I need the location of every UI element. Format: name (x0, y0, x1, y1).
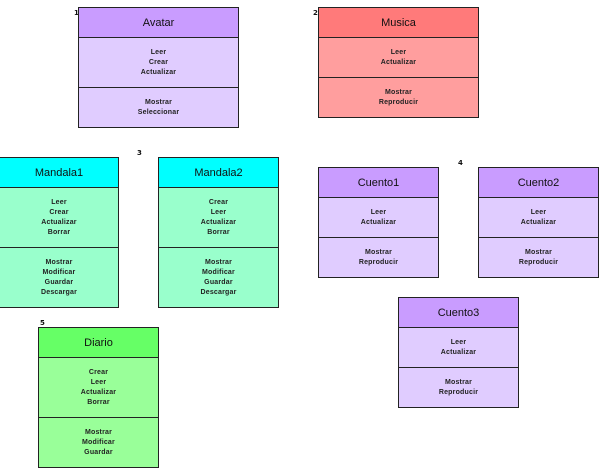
op-item: Actualizar (380, 58, 417, 66)
class-views-avatar: Mostrar Seleccionar (79, 88, 238, 127)
op-item: Actualizar (360, 218, 397, 226)
group-number-1: 1 (74, 9, 79, 17)
op-item: Crear (148, 58, 169, 66)
class-title-musica: Musica (319, 8, 478, 38)
view-item: Reproducir (518, 258, 559, 266)
class-title-cuento3: Cuento3 (399, 298, 518, 328)
op-item: Leer (210, 208, 227, 216)
class-box-cuento2[interactable]: Cuento2 Leer Actualizar Mostrar Reproduc… (478, 167, 599, 278)
class-title-cuento2: Cuento2 (479, 168, 598, 198)
class-ops-mandala2: Crear Leer Actualizar Borrar (159, 188, 278, 248)
view-item: Reproducir (358, 258, 399, 266)
view-item: Reproducir (438, 388, 479, 396)
class-views-diario: Mostrar Modificar Guardar (39, 418, 158, 467)
view-item: Guardar (84, 448, 113, 456)
class-box-diario[interactable]: Diario Crear Leer Actualizar Borrar Most… (38, 327, 159, 468)
view-item: Descargar (40, 288, 78, 296)
class-box-cuento3[interactable]: Cuento3 Leer Actualizar Mostrar Reproduc… (398, 297, 519, 408)
op-item: Leer (51, 198, 67, 206)
class-title-avatar: Avatar (79, 8, 238, 38)
class-ops-cuento1: Leer Actualizar (319, 198, 438, 238)
class-title-mandala1: Mandala1 (0, 158, 118, 188)
op-item: Crear (49, 208, 69, 216)
class-title-cuento1: Cuento1 (319, 168, 438, 198)
view-item: Modificar (82, 438, 115, 446)
view-item: Guardar (204, 278, 233, 286)
class-views-musica: Mostrar Reproducir (319, 78, 478, 117)
class-title-diario: Diario (39, 328, 158, 358)
class-ops-cuento3: Leer Actualizar (399, 328, 518, 368)
class-box-musica[interactable]: Musica Leer Actualizar Mostrar Reproduci… (318, 7, 479, 118)
view-item: Seleccionar (137, 108, 180, 116)
class-views-cuento1: Mostrar Reproducir (319, 238, 438, 277)
class-ops-diario: Crear Leer Actualizar Borrar (39, 358, 158, 418)
op-item: Leer (90, 378, 107, 386)
view-item: Mostrar (384, 88, 413, 96)
op-item: Leer (150, 48, 167, 56)
op-item: Leer (390, 48, 407, 56)
class-box-mandala2[interactable]: Mandala2 Crear Leer Actualizar Borrar Mo… (158, 157, 279, 308)
class-views-cuento3: Mostrar Reproducir (399, 368, 518, 407)
op-item: Actualizar (440, 348, 477, 356)
view-item: Modificar (202, 268, 235, 276)
class-views-mandala2: Mostrar Modificar Guardar Descargar (159, 248, 278, 307)
op-item: Crear (208, 198, 229, 206)
group-number-4: 4 (458, 159, 463, 167)
class-ops-musica: Leer Actualizar (319, 38, 478, 78)
view-item: Mostrar (84, 428, 113, 436)
op-item: Borrar (47, 228, 71, 236)
op-item: Leer (530, 208, 547, 216)
view-item: Mostrar (45, 258, 73, 266)
class-views-mandala1: Mostrar Modificar Guardar Descargar (0, 248, 118, 307)
class-ops-cuento2: Leer Actualizar (479, 198, 598, 238)
op-item: Borrar (207, 228, 230, 236)
view-item: Guardar (44, 278, 74, 286)
group-number-2: 2 (313, 9, 318, 17)
view-item: Mostrar (524, 248, 553, 256)
group-number-3: 3 (137, 149, 142, 157)
view-item: Mostrar (364, 248, 393, 256)
class-ops-avatar: Leer Crear Actualizar (79, 38, 238, 88)
view-item: Descargar (200, 288, 237, 296)
class-views-cuento2: Mostrar Reproducir (479, 238, 598, 277)
op-item: Crear (88, 368, 109, 376)
view-item: Mostrar (444, 378, 473, 386)
group-number-5: 5 (40, 319, 45, 327)
class-box-cuento1[interactable]: Cuento1 Leer Actualizar Mostrar Reproduc… (318, 167, 439, 278)
op-item: Borrar (87, 398, 110, 406)
class-box-avatar[interactable]: Avatar Leer Crear Actualizar Mostrar Sel… (78, 7, 239, 128)
view-item: Modificar (42, 268, 76, 276)
op-item: Actualizar (41, 218, 77, 226)
class-ops-mandala1: Leer Crear Actualizar Borrar (0, 188, 118, 248)
op-item: Actualizar (520, 218, 557, 226)
class-title-mandala2: Mandala2 (159, 158, 278, 188)
op-item: Leer (370, 208, 387, 216)
op-item: Actualizar (140, 68, 177, 76)
view-item: Mostrar (144, 98, 173, 106)
view-item: Mostrar (204, 258, 233, 266)
op-item: Actualizar (80, 388, 117, 396)
op-item: Leer (450, 338, 467, 346)
class-box-mandala1[interactable]: Mandala1 Leer Crear Actualizar Borrar Mo… (0, 157, 119, 308)
op-item: Actualizar (200, 218, 237, 226)
view-item: Reproducir (378, 98, 419, 106)
